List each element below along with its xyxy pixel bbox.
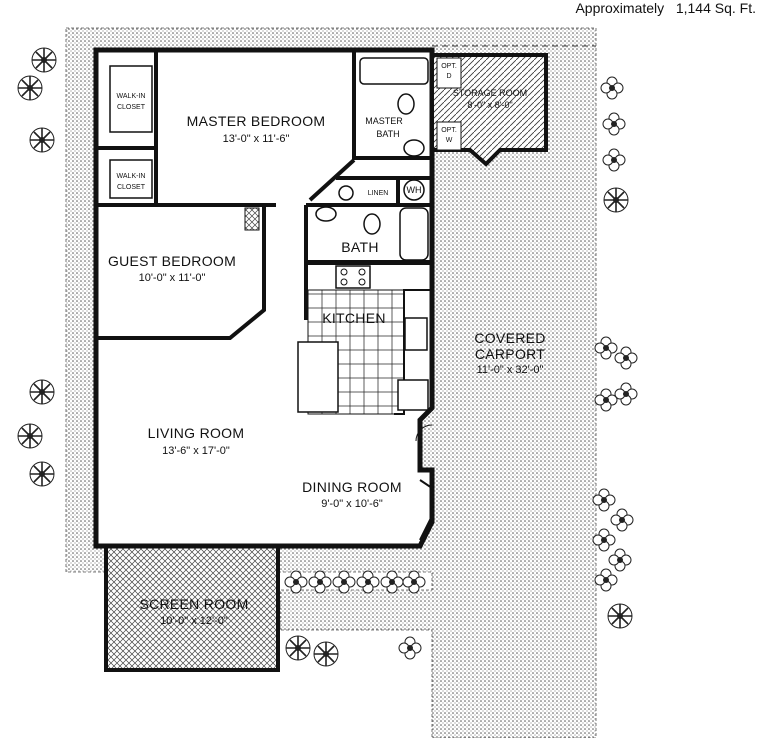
- storage-room-label: STORAGE ROOM: [453, 88, 527, 98]
- master-bath-label-2: BATH: [376, 129, 399, 139]
- master-bedroom-label: MASTER BEDROOM: [187, 113, 326, 129]
- master-bath-label-1: MASTER: [365, 116, 403, 126]
- opt-d-line1: OPT.: [441, 63, 457, 70]
- walkin-closet-1-line2: CLOSET: [117, 104, 146, 111]
- carport-label-2: CARPORT: [475, 346, 545, 362]
- screen-room-label: SCREEN ROOM: [139, 596, 248, 612]
- square-footage: Approximately 1,144 Sq. Ft.: [575, 0, 756, 16]
- opt-w-line1: OPT.: [441, 127, 457, 134]
- carport-label-1: COVERED: [474, 330, 545, 346]
- screen-room-area: [104, 544, 280, 672]
- square-footage-label: Approximately: [575, 0, 665, 16]
- walkin-closet-2-line1: WALK-IN: [117, 173, 146, 180]
- kitchen-label: KITCHEN: [322, 310, 386, 326]
- dining-room-label: DINING ROOM: [302, 479, 402, 495]
- bath-label: BATH: [341, 239, 379, 255]
- walkin-closet-1-line1: WALK-IN: [117, 93, 146, 100]
- guest-bedroom-dims: 10'-0" x 11'-0": [139, 272, 206, 284]
- linen-label: LINEN: [368, 190, 389, 197]
- square-footage-value: 1,144 Sq. Ft.: [675, 0, 756, 16]
- walkin-closet-2-line2: CLOSET: [117, 184, 146, 191]
- dining-room-dims: 9'-0" x 10'-6": [321, 498, 383, 510]
- opt-w-line2: W: [446, 137, 453, 144]
- screen-room-dims: 10'-0" x 12'-0": [160, 615, 228, 627]
- living-room-dims: 13'-6" x 17'-0": [162, 445, 230, 457]
- guest-bedroom-label: GUEST BEDROOM: [108, 253, 236, 269]
- storage-room-dims: 8'-0" x 8'-0": [467, 100, 512, 110]
- wh-label: WH: [407, 185, 422, 195]
- opt-d-line2: D: [446, 73, 451, 80]
- interior-walls: [96, 52, 432, 340]
- master-bedroom-dims: 13'-0" x 11'-6": [223, 133, 290, 145]
- carport-dims: 11'-0" x 32'-0": [477, 364, 544, 376]
- living-room-label: LIVING ROOM: [148, 425, 245, 441]
